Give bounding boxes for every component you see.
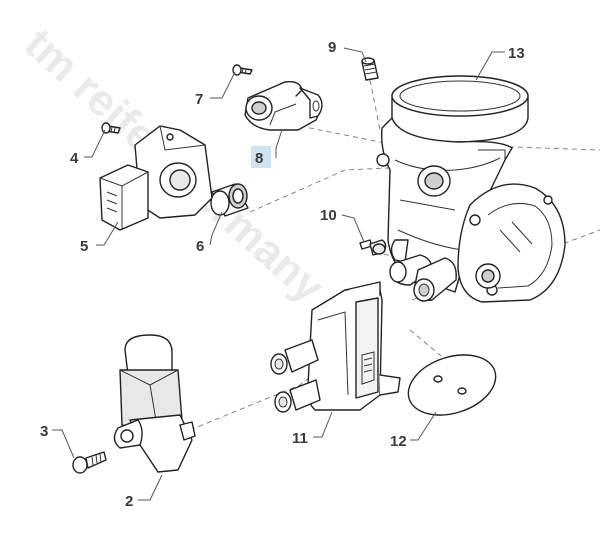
sensor-8-part[interactable] [244,80,323,131]
grub-screw-part[interactable] [361,57,379,81]
callout-9[interactable]: 9 [328,39,336,56]
callout-2[interactable]: 2 [125,493,133,510]
callout-3[interactable]: 3 [40,423,48,440]
gasket-12-part[interactable] [401,344,504,425]
callout-7[interactable]: 7 [195,91,203,108]
callout-8[interactable]: 8 [255,150,263,167]
callout-8-highlight [251,146,271,168]
air-heater-11-part[interactable] [270,281,401,413]
callout-11[interactable]: 11 [292,430,308,447]
position-sensor-5-part[interactable] [99,125,213,231]
callout-10[interactable]: 10 [320,207,337,224]
screw-7-part[interactable] [232,64,253,76]
callout-5[interactable]: 5 [80,238,88,255]
leader-lines [52,47,505,501]
bush-6-part[interactable] [210,183,249,217]
callout-4[interactable]: 4 [70,150,79,167]
map-sensor-2-part[interactable] [113,334,196,473]
callout-13[interactable]: 13 [508,45,525,62]
callout-6[interactable]: 6 [196,238,204,255]
throttle-body-part[interactable] [376,75,566,303]
callout-12[interactable]: 12 [390,433,407,450]
callout-labels: 9 13 7 8 4 5 6 10 11 12 3 2 [40,39,525,510]
screw-3-part[interactable] [72,451,107,474]
screw-4-part[interactable] [101,122,121,134]
small-screw-part[interactable] [359,239,387,256]
